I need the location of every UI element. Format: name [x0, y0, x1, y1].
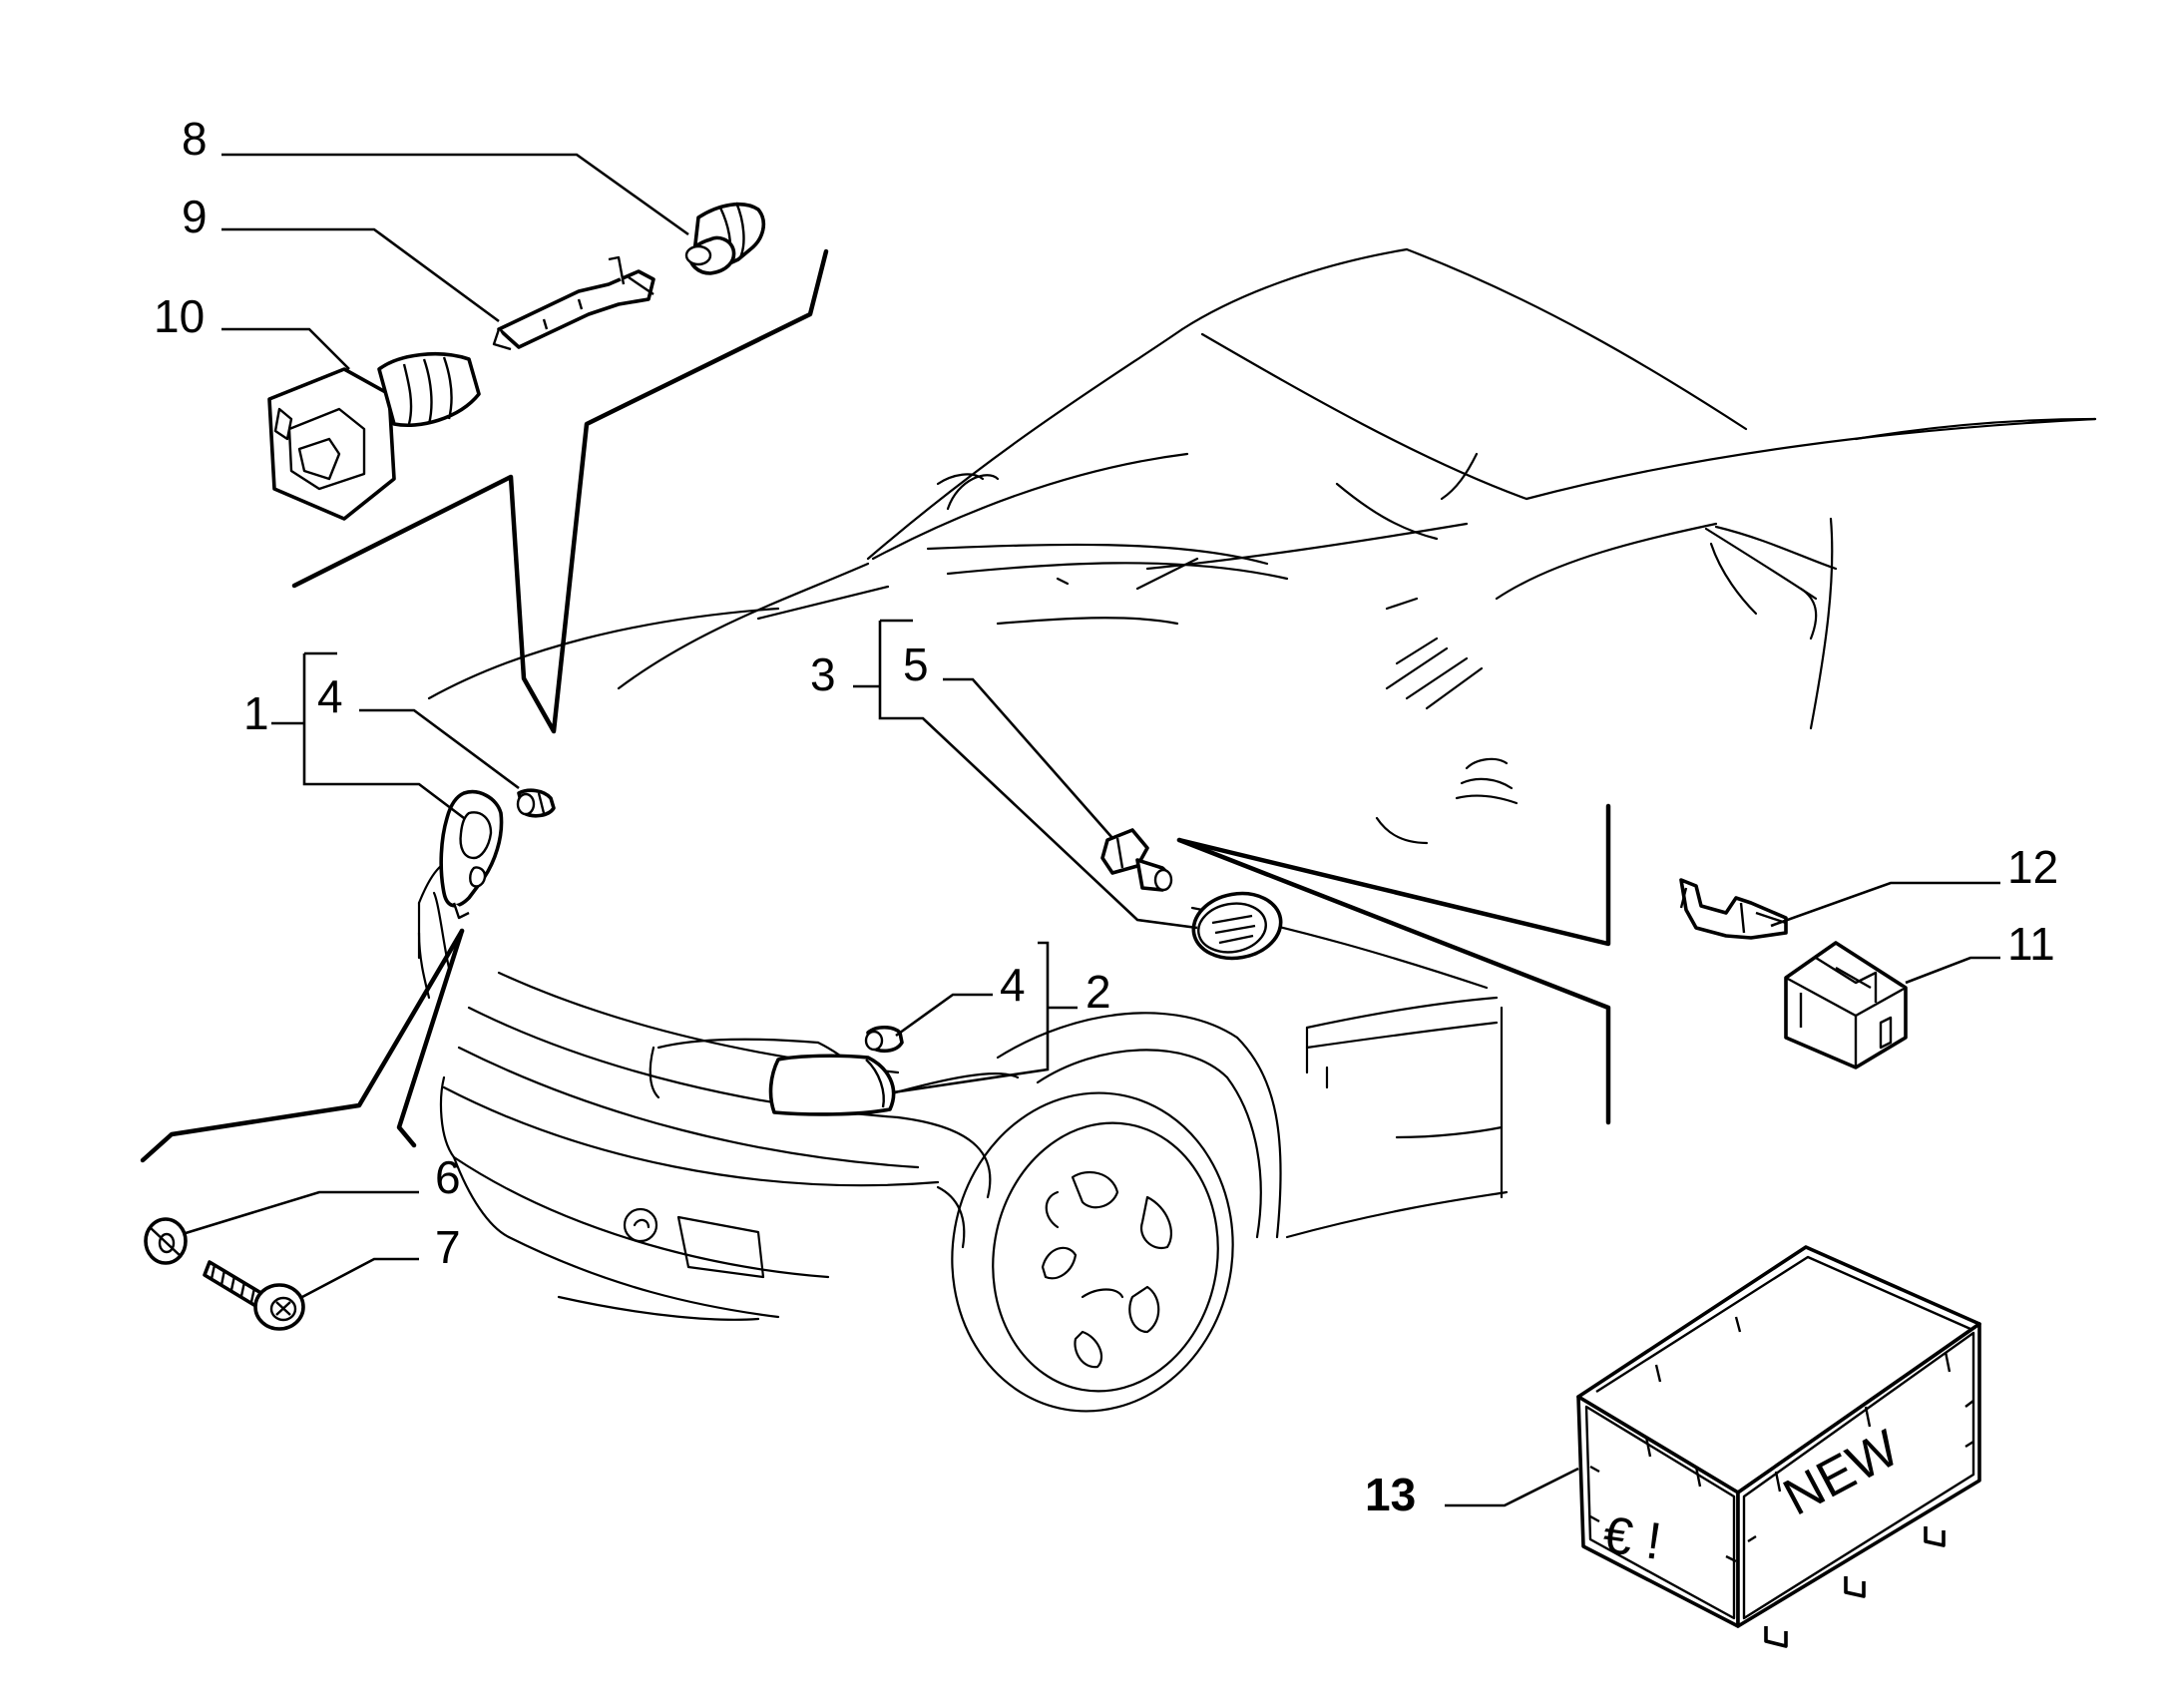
part-bulb-holder: [1100, 828, 1173, 892]
callout-9: 9: [182, 191, 208, 242]
part-screw: [203, 1260, 305, 1331]
callout-6: 6: [435, 1151, 461, 1203]
part-terminal: [492, 255, 655, 351]
callout-1: 1: [243, 687, 269, 739]
callout-4-lower: 4: [1000, 959, 1026, 1011]
part-connector-housing: [1784, 941, 1908, 1069]
callout-13: 13: [1365, 1469, 1416, 1520]
part-bulb-lower: [864, 1025, 904, 1054]
part-grommet: [684, 202, 766, 275]
callout-2: 2: [1086, 966, 1111, 1018]
part-crate: € ! NEW: [1576, 1245, 1981, 1648]
crate-label-symbol: € !: [1599, 1505, 1664, 1570]
callout-11: 11: [2007, 918, 2055, 970]
callout-labels: 8 9 10 1 4 3 5 4 2 12 11 6 7 13: [154, 113, 2058, 1520]
part-connector: [267, 352, 481, 521]
section-lines: [140, 248, 1611, 1163]
callout-3: 3: [810, 648, 836, 700]
part-clip-nut: [144, 1217, 188, 1265]
part-terminal-small: [1679, 878, 1788, 940]
car-body-outline: [417, 247, 2097, 1413]
part-bulb-upper: [516, 788, 556, 818]
part-side-marker-lamp: [1191, 891, 1283, 961]
callout-leaders: [185, 153, 2000, 1507]
callout-12: 12: [2007, 841, 2058, 893]
callout-4-upper: 4: [317, 670, 343, 722]
callout-5: 5: [903, 639, 929, 690]
callout-8: 8: [182, 113, 208, 165]
part-front-indicator-lamp: [768, 1054, 896, 1116]
part-side-repeater-lamp: [439, 790, 504, 920]
callout-10: 10: [154, 290, 205, 342]
callout-7: 7: [435, 1221, 461, 1273]
